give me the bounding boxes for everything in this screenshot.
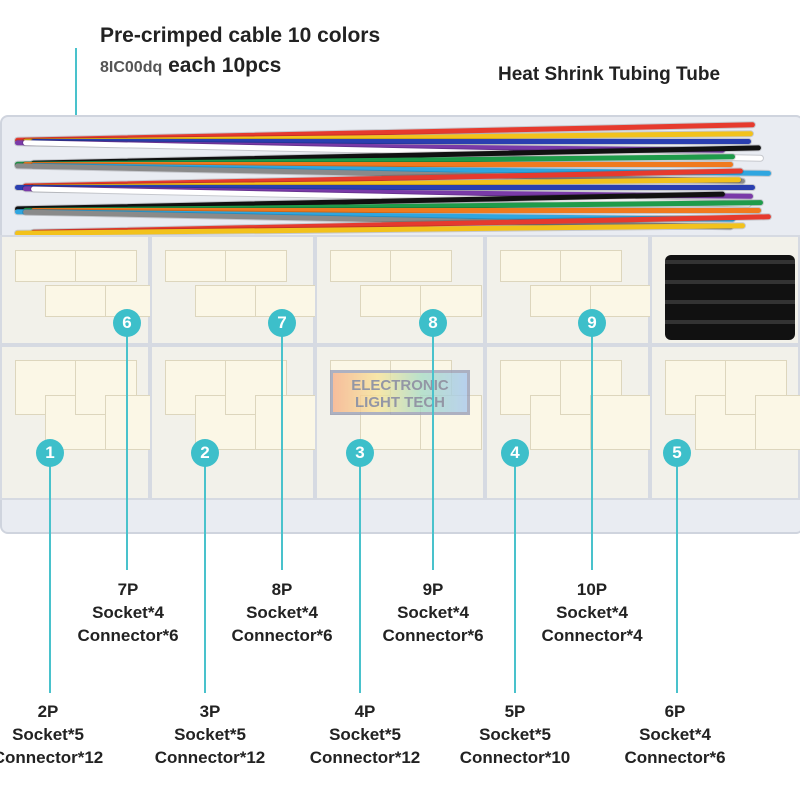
cable-title: Pre-crimped cable 10 colors	[100, 24, 381, 47]
connector-piece	[225, 250, 287, 282]
label-connector: Connector*6	[77, 626, 179, 645]
label-socket: Socket*4	[92, 603, 164, 622]
heat-shrink-tubes	[665, 255, 795, 340]
label-connector: Connector*12	[154, 748, 266, 767]
connector-piece	[255, 395, 317, 450]
label-connector: Connector*6	[624, 748, 726, 767]
wire	[15, 185, 755, 191]
leader-line	[49, 453, 51, 693]
label-socket: Socket*4	[556, 603, 628, 622]
leader-line	[359, 453, 361, 693]
label-socket: Socket*4	[639, 725, 711, 744]
marker-8: 8	[419, 309, 447, 337]
leader-line	[126, 323, 128, 570]
connector-piece	[195, 285, 257, 317]
leader-line	[432, 323, 434, 570]
leader-line	[676, 453, 678, 693]
marker-7: 7	[268, 309, 296, 337]
label-connector: Connector*6	[382, 626, 484, 645]
label-connector: Connector*12	[0, 748, 104, 767]
leader-line	[204, 453, 206, 693]
label-pins: 7P	[117, 580, 139, 599]
leader-line	[514, 453, 516, 693]
label-socket: Socket*5	[329, 725, 401, 744]
label-socket: Socket*4	[397, 603, 469, 622]
leader-line	[591, 323, 593, 570]
label-pins: 3P	[199, 702, 221, 721]
label-pins: 4P	[354, 702, 376, 721]
connector-piece	[165, 250, 227, 282]
label-pins: 9P	[422, 580, 444, 599]
connector-piece	[360, 285, 422, 317]
marker-9: 9	[578, 309, 606, 337]
connector-piece	[330, 250, 392, 282]
cable-subtitle: 8IC00dq each 10pcs	[100, 54, 282, 77]
label-connector: Connector*4	[541, 626, 643, 645]
connector-piece	[75, 250, 137, 282]
connector-piece	[15, 250, 77, 282]
label-socket: Socket*4	[246, 603, 318, 622]
connector-piece	[390, 250, 452, 282]
marker-1: 1	[36, 439, 64, 467]
label-pins: 5P	[504, 702, 526, 721]
connector-piece	[560, 250, 622, 282]
label-socket: Socket*5	[12, 725, 84, 744]
label-connector: Connector*6	[231, 626, 333, 645]
label-pins: 8P	[271, 580, 293, 599]
label-connector: Connector*12	[309, 748, 421, 767]
marker-4: 4	[501, 439, 529, 467]
label-pins: 10P	[576, 580, 608, 599]
leader-line	[281, 323, 283, 570]
wire	[31, 139, 751, 145]
connector-piece	[590, 395, 652, 450]
marker-5: 5	[663, 439, 691, 467]
label-pins: 2P	[37, 702, 59, 721]
label-connector: Connector*10	[459, 748, 571, 767]
label-socket: Socket*5	[479, 725, 551, 744]
connector-piece	[45, 285, 107, 317]
marker-6: 6	[113, 309, 141, 337]
cable-leader-line	[75, 48, 77, 133]
label-socket: Socket*5	[174, 725, 246, 744]
connector-piece	[500, 250, 562, 282]
marker-2: 2	[191, 439, 219, 467]
label-pins: 6P	[664, 702, 686, 721]
wire	[31, 208, 761, 214]
wire	[23, 162, 733, 168]
heat-shrink-title: Heat Shrink Tubing Tube	[498, 64, 721, 85]
connector-piece	[755, 395, 800, 450]
marker-3: 3	[346, 439, 374, 467]
